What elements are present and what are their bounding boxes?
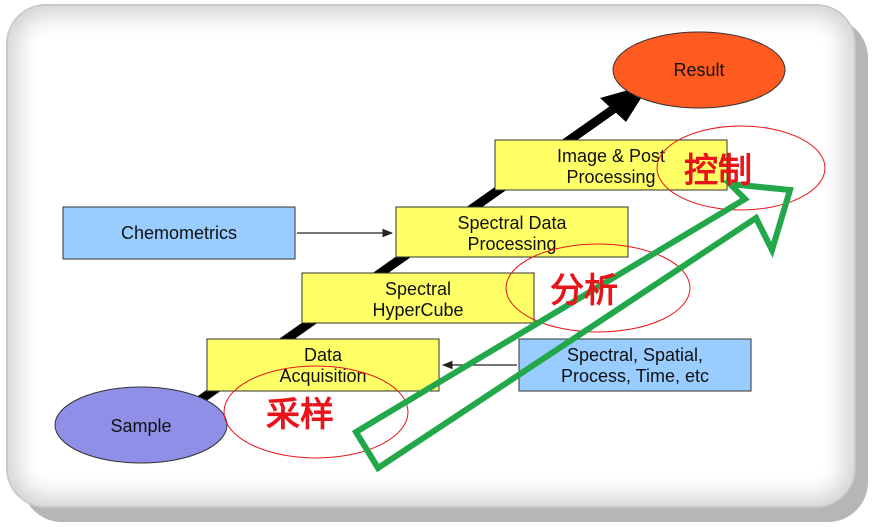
sampling-annotation-circle	[223, 365, 409, 459]
inputs-label-line1: Spectral, Spatial,	[567, 345, 703, 365]
sampling-annotation: 采样	[266, 395, 334, 435]
image-post-label-line2: Processing	[566, 167, 655, 187]
chemometrics-box: Chemometrics	[62, 206, 296, 260]
analysis-annotation: 分析	[550, 271, 618, 311]
chemometrics-label: Chemometrics	[121, 223, 237, 243]
inputs-box: Spectral, Spatial, Process, Time, etc	[518, 338, 752, 392]
result-label: Result	[673, 60, 724, 80]
spectral-data-label-line1: Spectral Data	[457, 213, 567, 233]
hypercube-label-line2: HyperCube	[372, 300, 463, 320]
image-post-label-line1: Image & Post	[557, 146, 665, 166]
acquisition-label-line2: Acquisition	[279, 366, 366, 386]
result-node: Result	[612, 31, 786, 109]
image-post-processing-box: Image & Post Processing	[494, 139, 728, 191]
spectral-hypercube-box: Spectral HyperCube	[301, 272, 535, 324]
control-annotation: 控制	[684, 151, 752, 191]
sample-node: Sample	[54, 386, 228, 464]
spectral-data-processing-box: Spectral Data Processing	[395, 206, 629, 258]
control-annotation-circle	[656, 125, 826, 211]
analysis-annotation-circle	[505, 243, 691, 333]
sample-label: Sample	[110, 416, 171, 436]
hypercube-label-line1: Spectral	[385, 279, 451, 299]
green-progress-arrow	[351, 180, 794, 473]
acquisition-label-line1: Data	[304, 345, 343, 365]
data-acquisition-box: Data Acquisition	[206, 338, 440, 392]
inputs-label-line2: Process, Time, etc	[561, 366, 709, 386]
spectral-data-label-line2: Processing	[467, 234, 556, 254]
